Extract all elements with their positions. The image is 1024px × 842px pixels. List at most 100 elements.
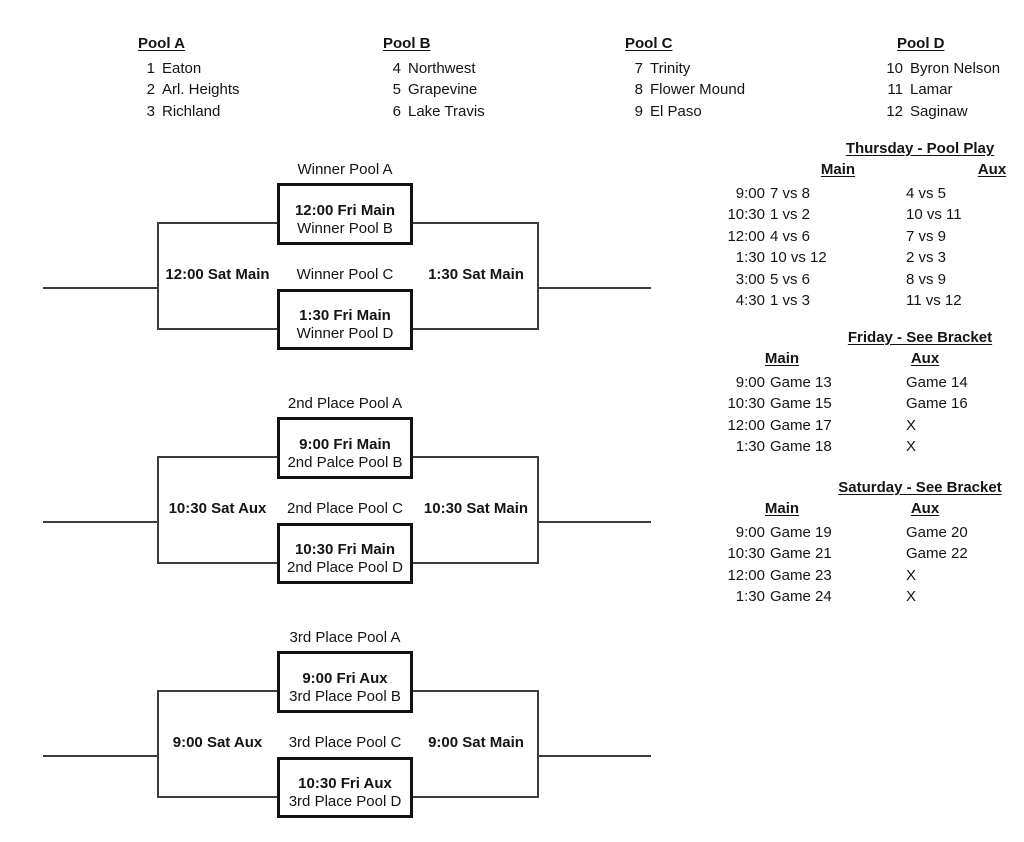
aux-court-header: Aux — [910, 350, 940, 367]
team-name: Trinity — [650, 60, 691, 77]
schedule-row: 9:00 7 vs 8 4 vs 5 — [700, 183, 1020, 204]
team-seed-number: 6 — [392, 102, 401, 120]
bracket-connector-line — [157, 222, 159, 330]
schedule-row: 4:30 1 vs 3 11 vs 12 — [700, 290, 1020, 311]
team-seed-number: 9 — [634, 102, 643, 120]
game-time-label: 9:00 Sat Main — [428, 734, 524, 751]
team-name: Arl. Heights — [162, 81, 240, 99]
schedule-row: 10:30 Game 21 Game 22 — [700, 543, 1020, 564]
bracket-connector-line — [413, 562, 539, 564]
second-place-bracket: 2nd Place Pool A 10:30 Sat Aux 2nd Place… — [0, 396, 1024, 588]
schedule-row: 1:30 10 vs 12 2 vs 3 — [700, 247, 1020, 268]
aux-court-game: X — [906, 566, 917, 584]
pool-b-title: Pool B — [383, 35, 431, 52]
game-box: 9:00 Fri Aux 3rd Place Pool B — [277, 651, 413, 713]
schedule-rows: 9:00 7 vs 8 4 vs 5 10:30 1 vs 2 10 vs 11… — [700, 183, 1020, 311]
game-time: 1:30 Fri Main — [299, 307, 391, 324]
pool-team-row: 10 Byron Nelson — [877, 58, 1000, 79]
seed-label: 3rd Place Pool D — [288, 793, 402, 810]
schedule-row: 10:30 Game 15 Game 16 — [700, 393, 1020, 414]
pool-b-list: Pool B 4 Northwest 5 Grapevine 6 Lake Tr… — [375, 35, 485, 122]
bracket-connector-line — [413, 690, 539, 692]
pool-team-row: 6 Lake Travis — [375, 101, 485, 122]
main-court-header: Main — [764, 350, 800, 367]
main-court-game: Game 19 — [770, 524, 832, 541]
schedule-rows: 9:00 Game 19 Game 20 10:30 Game 21 Game … — [700, 522, 1020, 608]
aux-court-game: 7 vs 9 — [906, 227, 947, 245]
main-court-game: 1 vs 2 — [770, 206, 811, 224]
bracket-feeder-line — [43, 521, 157, 523]
bracket-connector-line — [158, 562, 277, 564]
team-seed-number: 7 — [634, 60, 643, 77]
game-time: 10:30 Fri Main — [294, 541, 396, 558]
game-time: 12:00 — [727, 227, 765, 245]
game-time: 10:30 — [727, 395, 765, 413]
bracket-feeder-line — [43, 755, 157, 757]
bracket-connector-line — [158, 456, 277, 458]
bracket-feeder-line — [539, 287, 651, 289]
main-court-game: Game 15 — [770, 395, 832, 413]
aux-court-game: Game 16 — [906, 395, 968, 413]
main-court-game: 10 vs 12 — [770, 249, 827, 267]
bracket-connector-line — [158, 222, 277, 224]
team-seed-number: 4 — [392, 60, 401, 77]
game-time: 3:00 — [735, 270, 765, 288]
pool-c-list: Pool C 7 Trinity 8 Flower Mound 9 El Pas… — [617, 35, 745, 122]
team-seed-number: 5 — [392, 81, 401, 99]
aux-court-game: Game 14 — [906, 374, 968, 391]
aux-court-game: 4 vs 5 — [906, 185, 947, 202]
pool-team-row: 3 Richland — [130, 101, 240, 122]
game-time: 12:00 — [727, 416, 765, 434]
pool-a-title: Pool A — [138, 35, 185, 52]
winner-bracket: Winner Pool A 12:00 Sat Main Winner Pool… — [0, 162, 1024, 354]
main-court-game: Game 18 — [770, 438, 832, 456]
pool-d-title: Pool D — [897, 35, 945, 52]
pool-team-row: 12 Saginaw — [877, 101, 1000, 122]
game-box: 10:30 Fri Aux 3rd Place Pool D — [277, 757, 413, 818]
pool-team-row: 9 El Paso — [617, 101, 745, 122]
game-time: 1:30 — [735, 438, 765, 456]
schedule-row: 12:00 Game 23 X — [700, 565, 1020, 586]
bracket-connector-line — [158, 690, 277, 692]
main-court-game: Game 23 — [770, 566, 832, 584]
pool-team-row: 1 Eaton — [130, 58, 240, 79]
bracket-connector-line — [157, 690, 159, 798]
main-court-game: 1 vs 3 — [770, 292, 811, 310]
team-name: Northwest — [408, 60, 476, 77]
main-court-game: 4 vs 6 — [770, 227, 811, 245]
game-time: 1:30 — [735, 588, 765, 606]
seed-label: 3rd Place Pool A — [289, 629, 401, 646]
game-time: 9:00 — [735, 524, 765, 541]
aux-court-game: 10 vs 11 — [906, 206, 962, 224]
game-time: 10:30 Fri Aux — [298, 775, 392, 792]
bracket-connector-line — [413, 796, 539, 798]
game-box: 12:00 Fri Main Winner Pool B — [277, 183, 413, 245]
game-time-label: 12:00 Sat Main — [165, 266, 270, 283]
aux-court-game: X — [906, 438, 917, 456]
team-seed-number: 2 — [146, 81, 155, 99]
bracket-connector-line — [537, 222, 539, 330]
game-box: 10:30 Fri Main 2nd Place Pool D — [277, 523, 413, 584]
team-name: El Paso — [650, 102, 702, 120]
pool-a-list: Pool A 1 Eaton 2 Arl. Heights 3 Richland — [130, 35, 240, 122]
schedule-row: 9:00 Game 13 Game 14 — [700, 372, 1020, 393]
bracket-connector-line — [413, 328, 539, 330]
team-name: Lake Travis — [408, 102, 485, 120]
seed-label: 3rd Place Pool B — [289, 688, 401, 705]
team-name: Eaton — [162, 60, 202, 77]
schedule-title: Thursday - Pool Play — [845, 140, 995, 157]
aux-court-game: 11 vs 12 — [906, 292, 962, 310]
game-time-label: 10:30 Sat Main — [423, 500, 529, 517]
team-seed-number: 12 — [886, 102, 903, 120]
schedule-title: Friday - See Bracket — [847, 329, 993, 346]
team-name: Lamar — [910, 81, 953, 99]
main-court-game: 7 vs 8 — [770, 185, 811, 202]
team-name: Grapevine — [408, 81, 478, 99]
seed-label: 3rd Place Pool C — [288, 734, 402, 751]
schedule-rows: 9:00 Game 13 Game 14 10:30 Game 15 Game … — [700, 372, 1020, 458]
pool-team-row: 5 Grapevine — [375, 79, 485, 100]
aux-court-game: X — [906, 588, 917, 606]
game-time-label: 10:30 Sat Aux — [168, 500, 267, 517]
aux-court-header: Aux — [910, 500, 940, 517]
